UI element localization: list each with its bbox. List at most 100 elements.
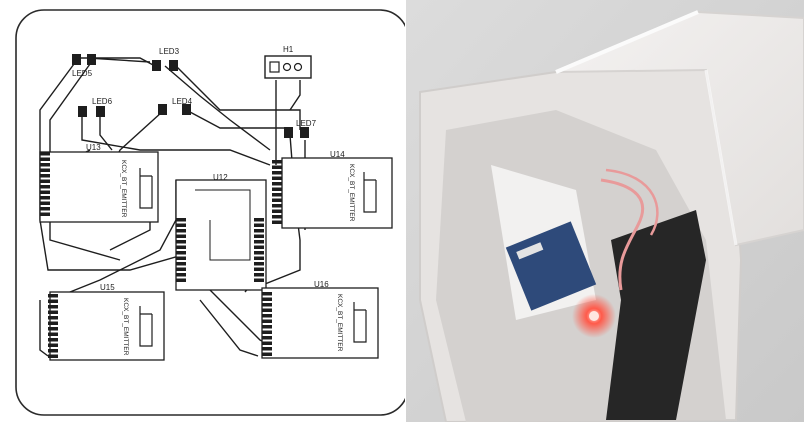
pin-pad bbox=[48, 321, 58, 325]
trace bbox=[189, 111, 290, 129]
pin-pad bbox=[272, 176, 282, 180]
u13-label: U13 bbox=[86, 143, 101, 152]
led5-label: LED5 bbox=[72, 69, 93, 78]
pin-pad bbox=[48, 299, 58, 303]
pin-pad bbox=[272, 198, 282, 202]
trace bbox=[81, 115, 271, 166]
pin-pad bbox=[262, 292, 272, 296]
trace bbox=[39, 63, 201, 271]
pin-pad bbox=[40, 212, 50, 216]
h1-pin bbox=[282, 62, 292, 72]
pin-pad bbox=[176, 218, 186, 222]
pin-strips bbox=[40, 152, 282, 358]
pin-pad bbox=[254, 234, 264, 238]
pin-pad bbox=[48, 316, 58, 320]
pin-pad bbox=[40, 190, 50, 194]
trace bbox=[99, 115, 113, 151]
pin-pad bbox=[272, 220, 282, 224]
pin-pad bbox=[272, 204, 282, 208]
pcb-layout-panel: H1 LED3 LED5 LED6 LED4 LED7 bbox=[0, 0, 409, 422]
pin-pad bbox=[48, 305, 58, 309]
pin-pad bbox=[262, 303, 272, 307]
trace bbox=[164, 65, 271, 151]
pin-pad bbox=[254, 251, 264, 255]
pin-pad bbox=[272, 187, 282, 191]
pin-pad bbox=[176, 267, 186, 271]
enclosure-photo-svg bbox=[406, 0, 804, 422]
pin-pad bbox=[176, 245, 186, 249]
led4-pad bbox=[182, 104, 191, 115]
pin-pad bbox=[176, 240, 186, 244]
pin-pad bbox=[40, 196, 50, 200]
pin-pad bbox=[262, 330, 272, 334]
pin-pad bbox=[254, 278, 264, 282]
pin-pad bbox=[40, 163, 50, 167]
pin-pad bbox=[262, 347, 272, 351]
pin-pad bbox=[254, 262, 264, 266]
u14-module-text: KCX_BT_EMITTER bbox=[348, 164, 355, 222]
red-wire bbox=[600, 178, 645, 291]
pin-pad bbox=[262, 308, 272, 312]
pin-pad bbox=[48, 354, 58, 358]
trace bbox=[87, 57, 151, 63]
pin-pad bbox=[272, 182, 282, 186]
pin-pad bbox=[272, 193, 282, 197]
led6-pad bbox=[96, 106, 105, 117]
led3-pad bbox=[169, 60, 178, 71]
trace bbox=[289, 80, 301, 111]
pin-pad bbox=[40, 152, 50, 156]
led4-pad bbox=[158, 104, 167, 115]
pin-pad bbox=[254, 229, 264, 233]
led3-pad bbox=[152, 60, 161, 71]
pin-pad bbox=[48, 294, 58, 298]
pin-pad bbox=[176, 229, 186, 233]
box-edge bbox=[704, 69, 738, 246]
u16-module: KCX_BT_EMITTER bbox=[261, 287, 379, 359]
pin-pad bbox=[262, 336, 272, 340]
led7-label: LED7 bbox=[296, 119, 317, 128]
pin-pad bbox=[262, 325, 272, 329]
pin-pad bbox=[40, 168, 50, 172]
u16-label: U16 bbox=[314, 280, 329, 289]
u13-module-text: KCX_BT_EMITTER bbox=[120, 160, 127, 218]
pin-pad bbox=[272, 209, 282, 213]
pin-pad bbox=[272, 215, 282, 219]
pin-pad bbox=[254, 245, 264, 249]
led-pads bbox=[72, 54, 309, 138]
pcb-layout-svg: H1 LED3 LED5 LED6 LED4 LED7 bbox=[15, 9, 409, 416]
pin-pad bbox=[262, 341, 272, 345]
pin-pad bbox=[176, 251, 186, 255]
pin-pad bbox=[176, 262, 186, 266]
pin-pad bbox=[40, 179, 50, 183]
pin-pad bbox=[176, 234, 186, 238]
pin-pad bbox=[176, 278, 186, 282]
trace bbox=[39, 300, 49, 357]
pin-pad bbox=[48, 332, 58, 336]
led5-pad bbox=[72, 54, 81, 65]
pin-pad bbox=[262, 352, 272, 356]
led6-label: LED6 bbox=[92, 97, 113, 106]
pin-pad bbox=[254, 223, 264, 227]
pin-pad bbox=[48, 310, 58, 314]
pin-pad bbox=[40, 157, 50, 161]
battery-block bbox=[606, 210, 706, 420]
led-light bbox=[589, 311, 599, 321]
u15-label: U15 bbox=[100, 283, 115, 292]
led5-pad bbox=[87, 54, 96, 65]
pin-pad bbox=[254, 267, 264, 271]
pin-pad bbox=[176, 223, 186, 227]
pin-pad bbox=[40, 174, 50, 178]
pin-pad bbox=[272, 171, 282, 175]
bt-module-board bbox=[505, 221, 597, 311]
pin-pad bbox=[262, 297, 272, 301]
u16-module-text: KCX_BT_EMITTER bbox=[336, 294, 343, 352]
enclosure-photo bbox=[406, 0, 804, 422]
pin-pad bbox=[272, 160, 282, 164]
pin-pad bbox=[40, 207, 50, 211]
led6-pad bbox=[78, 106, 87, 117]
u15-module: KCX_BT_EMITTER bbox=[49, 291, 165, 361]
h1-pin bbox=[269, 61, 280, 73]
pin-pad bbox=[254, 240, 264, 244]
led4-label: LED4 bbox=[172, 97, 193, 106]
pin-pad bbox=[48, 327, 58, 331]
